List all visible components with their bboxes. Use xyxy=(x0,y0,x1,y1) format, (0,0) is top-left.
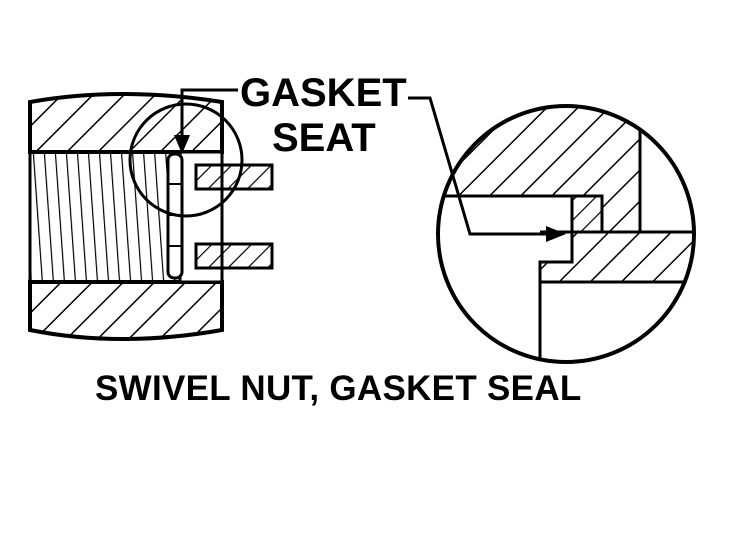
diagram-caption: SWIVEL NUT, GASKET SEAL xyxy=(95,369,582,408)
swivel-nut-section xyxy=(28,92,274,341)
fitting-tube-upper xyxy=(194,163,274,191)
detail-indicator-circle xyxy=(128,102,244,218)
gasket-seat-label-line2: SEAT xyxy=(272,116,376,160)
gasket-seat-label-line1: GASKET xyxy=(240,71,407,115)
nut-upper-wall xyxy=(28,92,224,154)
enlarged-detail xyxy=(436,104,696,364)
detail-seat-step xyxy=(570,194,604,234)
detail-circle-outline xyxy=(436,104,696,364)
nut-lower-wall xyxy=(28,280,224,341)
nut-thread-bore xyxy=(28,150,182,284)
detail-fitting xyxy=(538,230,694,284)
fitting-tube-lower xyxy=(194,242,274,270)
detail-nut-body xyxy=(438,106,642,234)
callout-leaders xyxy=(174,88,566,242)
